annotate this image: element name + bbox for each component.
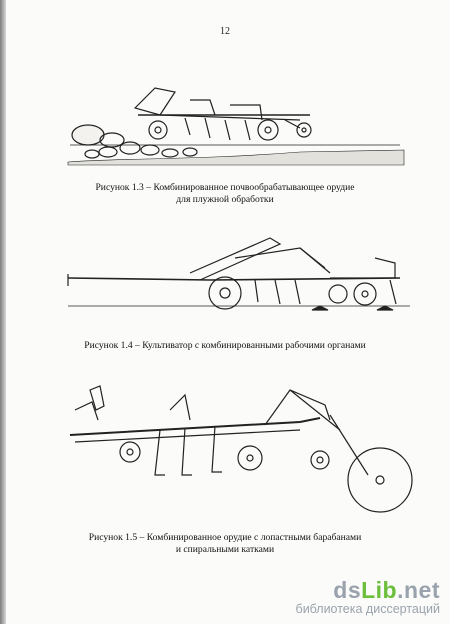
figure-1-3-drawing: [67, 87, 405, 166]
watermark-brand-suffix: .net: [397, 577, 440, 603]
figure-1-4-caption: Рисунок 1.4 – Культиватор с комбинирован…: [84, 340, 366, 351]
page-number: 12: [220, 26, 230, 37]
page-edge-shadow: [0, 0, 6, 624]
watermark-logo: dsLib.net: [296, 577, 440, 604]
figure-1-5-caption-line2: и спиральными катками: [175, 544, 275, 555]
watermark-brand-prefix: ds: [333, 577, 362, 603]
watermark-subtitle: библиотека диссертаций: [295, 602, 440, 616]
figure-1-3-caption-line2: для плужной обработки: [176, 194, 274, 205]
watermark: dsLib.net библиотека диссертаций: [296, 577, 440, 616]
figure-1-5-caption-line1: Рисунок 1.5 – Комбинированное орудие с л…: [88, 532, 362, 543]
figure-1-5-drawing: [69, 385, 413, 513]
figure-1-4-drawing: [67, 237, 410, 311]
figure-1-3-caption-line1: Рисунок 1.3 – Комбинированное почвообраб…: [95, 182, 355, 193]
watermark-brand-accent: Lib: [361, 577, 398, 603]
